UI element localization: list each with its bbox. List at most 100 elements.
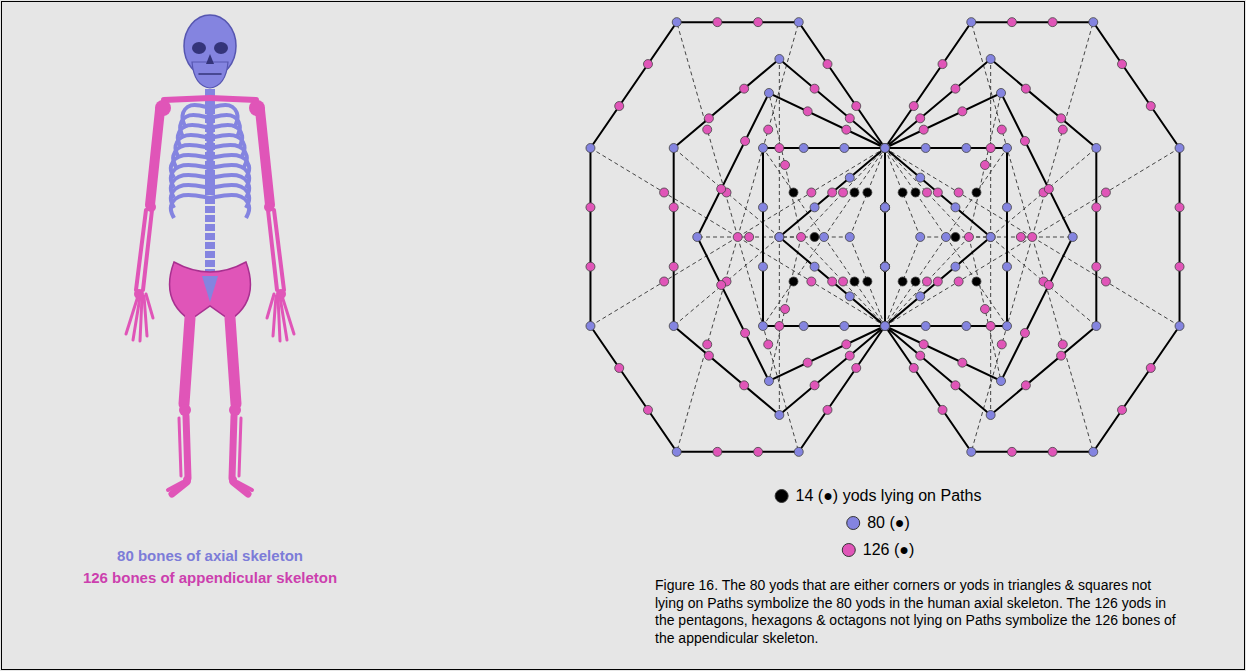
yod [964,233,973,242]
ankle [183,476,191,484]
yod [1007,447,1016,456]
spoke [677,22,738,237]
yod [775,233,784,242]
spoke [850,237,885,326]
yod [881,144,890,153]
yod [881,262,890,271]
yod [881,262,890,271]
yod [764,125,773,134]
eye-socket [192,42,206,54]
yod [997,125,1006,134]
rib [171,195,210,218]
yod [922,277,931,286]
yod [643,405,652,414]
yod [775,233,784,242]
yod [842,340,851,349]
spoke [1032,148,1179,237]
yod [615,102,624,111]
spoke [769,93,801,237]
yod [881,322,890,331]
yod [898,277,907,286]
yod [916,114,925,123]
yod [881,203,890,212]
yod [586,144,595,153]
spoke [946,237,1007,326]
ankle [229,476,237,484]
yod [1016,233,1025,242]
yod [986,55,995,64]
yod [775,144,784,153]
yod [951,203,960,212]
yod [807,277,816,286]
yod [845,292,854,301]
yod [881,144,890,153]
yod [980,305,989,314]
yod [740,381,749,390]
yod [845,173,854,182]
polygon-edge [697,93,885,381]
yod [799,144,808,153]
spoke [763,148,824,237]
yod [615,363,624,372]
yod [1089,447,1098,456]
yod [703,340,712,349]
polygon-edge [779,148,885,326]
jaw [192,62,228,88]
yod [881,144,890,153]
yod [1020,136,1029,145]
yod [881,322,890,331]
yod [997,377,1006,386]
yod [1118,60,1127,69]
yod [839,188,848,197]
yod [1021,381,1030,390]
spoke [969,237,1001,381]
yod [986,411,995,420]
sacrum [202,276,218,302]
yod [693,233,702,242]
yod [733,233,742,242]
yod [972,188,981,197]
tibia [232,416,234,478]
spine [205,80,215,292]
spoke [738,237,885,326]
spoke [971,237,1032,452]
toe [168,482,183,490]
clavicle [210,98,256,100]
yod [810,203,819,212]
yod [781,305,790,314]
yod [775,411,784,420]
legend-text: 80 (●) [867,514,910,532]
yod [803,107,812,116]
yod [1101,277,1110,286]
yod [794,447,803,456]
yod [1003,262,1012,271]
yod [921,322,930,331]
spoke [590,148,737,237]
finger [144,296,147,336]
yod [881,322,890,331]
yod [1118,405,1127,414]
yod [810,381,819,390]
yod [820,233,829,242]
yod [1048,18,1057,27]
yod [672,447,681,456]
yod [660,277,669,286]
yod [967,18,976,27]
yod [933,188,942,197]
yod [881,203,890,212]
spoke [885,237,969,326]
yod [759,262,768,271]
legend-row: 80 (●) [846,514,910,532]
spoke [946,148,1007,237]
yod [967,447,976,456]
yod [881,203,890,212]
yod [909,102,918,111]
yod [672,18,681,27]
yod [845,233,854,242]
yod [713,447,722,456]
yod [1092,203,1101,212]
thumb [267,294,274,318]
yod [669,203,678,212]
yod [881,322,890,331]
spoke [824,237,885,326]
